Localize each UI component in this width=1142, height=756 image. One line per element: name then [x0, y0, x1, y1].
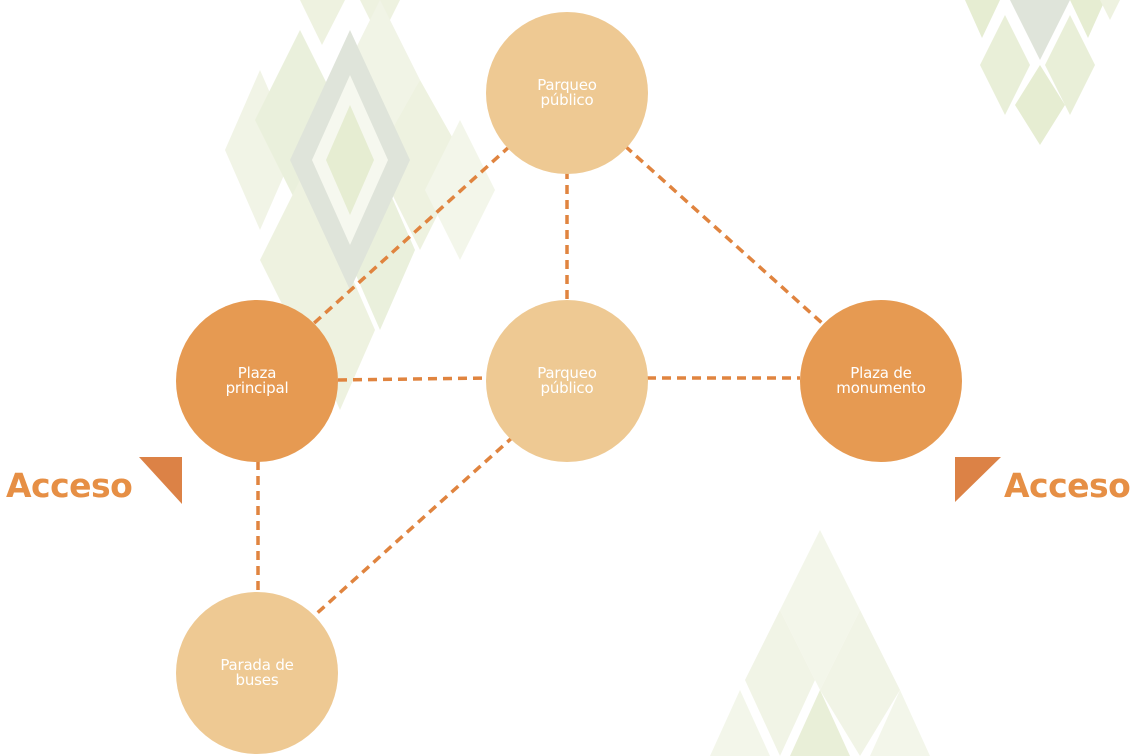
access-marker-right: [955, 457, 1001, 502]
connector-left-center: [337, 376, 488, 382]
connector-center-bottom: [313, 434, 516, 617]
connectors: [256, 144, 824, 617]
access-label-right: Acceso: [1004, 466, 1131, 505]
decorative-diamond-pattern-left: [225, 0, 495, 410]
decorative-diamond-pattern-bottom-right: [710, 530, 930, 756]
access-marker-left: [139, 457, 182, 504]
decorative-diamond-pattern-top-right: [965, 0, 1120, 145]
access-label-left: Acceso: [6, 466, 133, 505]
connector-top-right: [623, 144, 824, 325]
